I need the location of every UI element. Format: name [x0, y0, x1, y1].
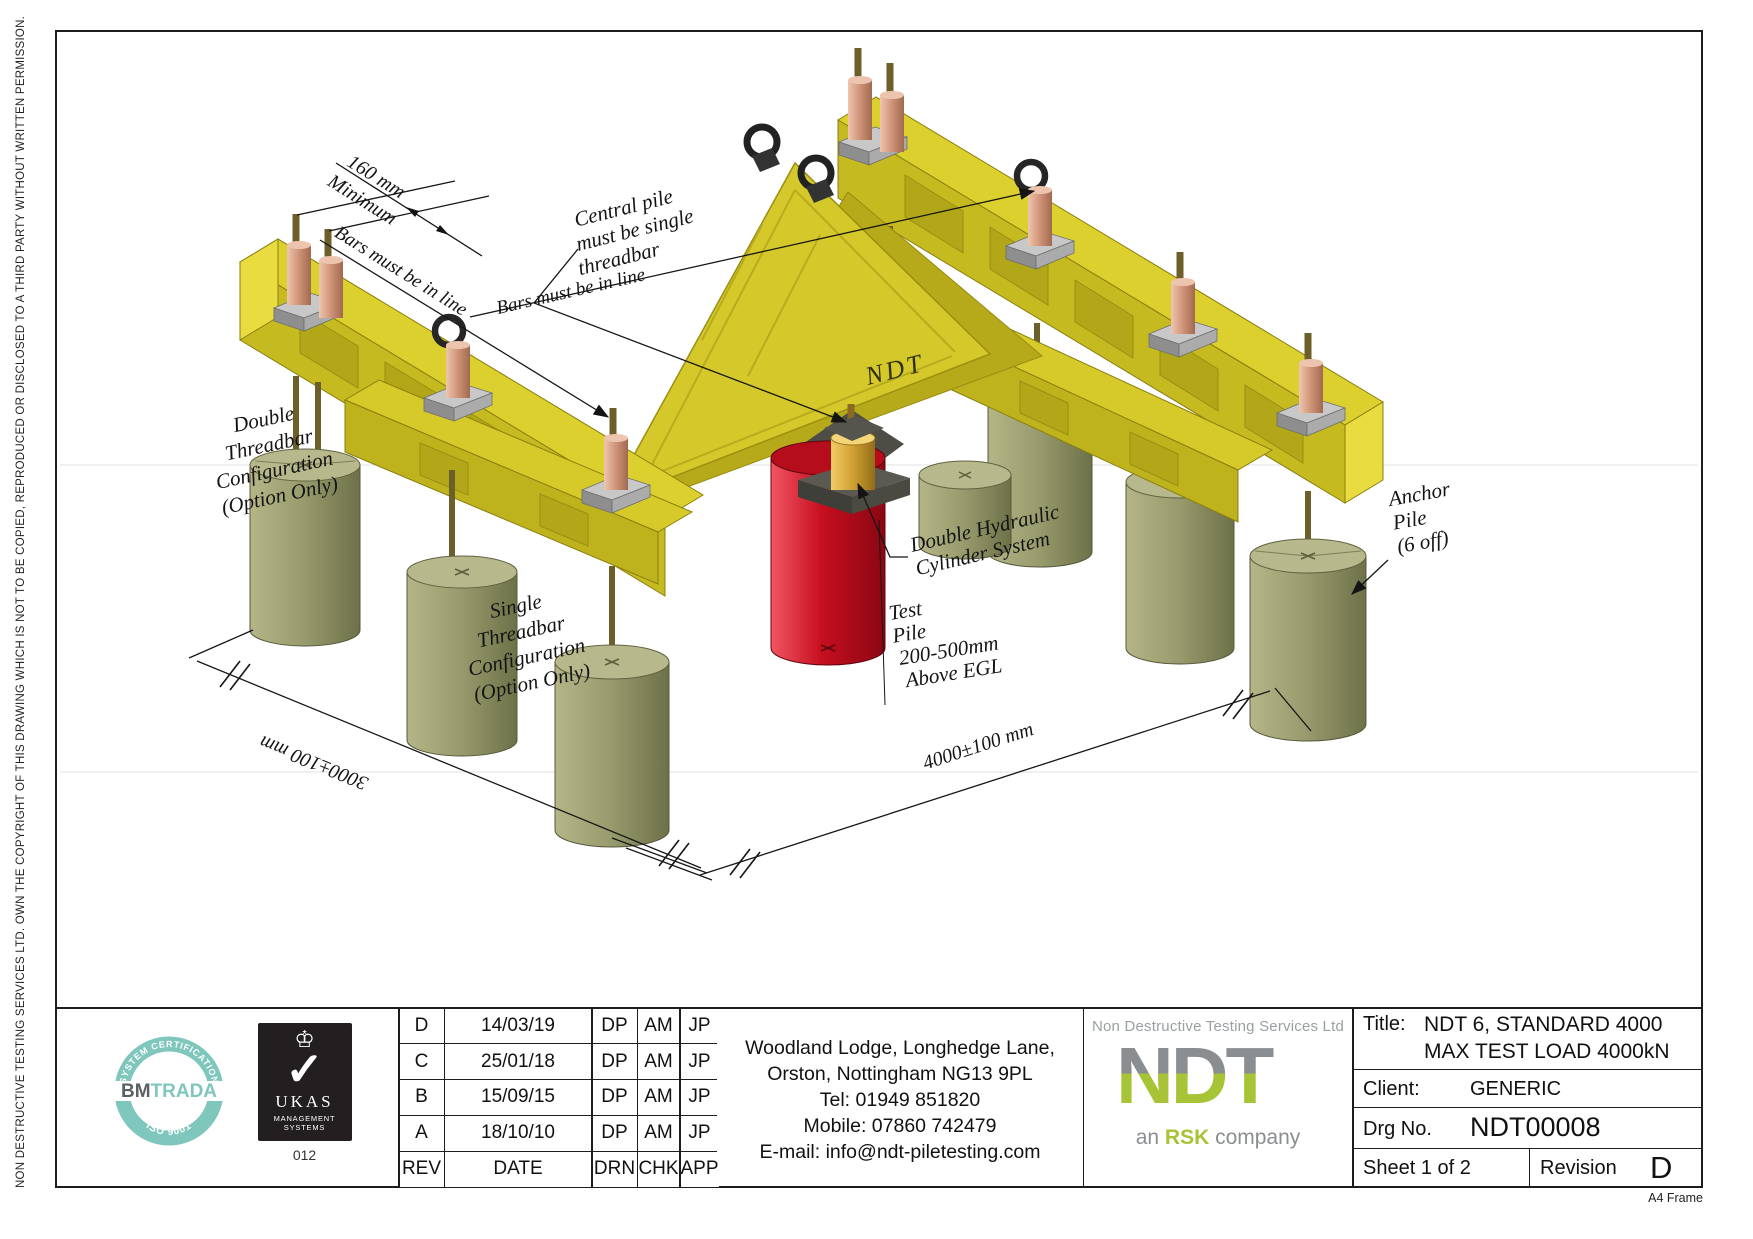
- title-band-divider: [55, 1007, 1703, 1009]
- bmtrada-name-bold: BM: [120, 1081, 150, 1102]
- address-line: Tel: 01949 851820: [819, 1089, 981, 1111]
- svg-text:ISO 9001: ISO 9001: [143, 1120, 193, 1138]
- test-pile-label: Test: [887, 596, 925, 625]
- title-label: Title:: [1363, 1013, 1406, 1035]
- eye-nut-icon: [431, 313, 467, 349]
- address-line: Orston, Nottingham NG13 9PL: [767, 1063, 1033, 1085]
- ukas-logo: ♔ ✓ UKAS MANAGEMENT SYSTEMS 012: [257, 1023, 352, 1163]
- ndt-logo-text: NDT: [1116, 1037, 1275, 1119]
- rev-cell: B: [399, 1080, 444, 1115]
- crown-icon: ♔: [294, 1026, 315, 1052]
- ukas-name: UKAS: [275, 1092, 334, 1111]
- revision-value: D: [1650, 1150, 1673, 1185]
- rev-cell: AM: [638, 1080, 679, 1115]
- title-row: Title: NDT 6, STANDARD 4000 MAX TEST LOA…: [1354, 1007, 1703, 1070]
- rev-cell: C: [399, 1044, 444, 1079]
- frame-size-label: A4 Frame: [1648, 1191, 1703, 1205]
- rev-cell: A: [399, 1116, 444, 1151]
- rev-cell: AM: [638, 1044, 679, 1079]
- bars-in-line-label-2: Bars must be in line: [494, 264, 647, 319]
- rev-cell: JP: [680, 1116, 719, 1151]
- drawing-frame: [55, 30, 1703, 1188]
- company-tagline: Non Destructive Testing Services Ltd: [1091, 1018, 1345, 1035]
- revision-label: Revision: [1540, 1157, 1617, 1179]
- address-line: E-mail: info@ndt-piletesting.com: [759, 1141, 1041, 1163]
- rev-header: DATE: [445, 1152, 591, 1187]
- rsk-brand: RSK: [1164, 1126, 1210, 1149]
- client-value: GENERIC: [1470, 1078, 1562, 1100]
- rev-cell: AM: [638, 1116, 679, 1151]
- certification-logos: SYSTEM CERTIFICATION ISO 9001 BMTRADA ♔ …: [57, 1009, 396, 1186]
- anchor-piles-left: [249, 448, 670, 848]
- hydraulic-cylinder: [798, 404, 910, 514]
- rev-cell: 18/10/10: [445, 1116, 591, 1151]
- rev-header: DRN: [592, 1152, 637, 1187]
- rev-header: CHK: [638, 1152, 679, 1187]
- company-logo-cell: Non Destructive Testing Services Ltd NDT…: [1083, 1009, 1352, 1186]
- dimension-lines: [188, 162, 1389, 881]
- ukas-subtitle-2: SYSTEMS: [283, 1123, 326, 1132]
- address-line: Mobile: 07860 742479: [803, 1115, 997, 1137]
- company-address: Woodland Lodge, Longhedge Lane, Orston, …: [718, 1009, 1082, 1186]
- ndt-logo: NDT: [1116, 1031, 1310, 1120]
- title-block: Title: NDT 6, STANDARD 4000 MAX TEST LOA…: [1352, 1007, 1703, 1188]
- rev-cell: DP: [592, 1080, 637, 1115]
- dim-3000-label: 3000±100 mm: [256, 731, 372, 795]
- rev-cell: JP: [680, 1080, 719, 1115]
- address-line: Woodland Lodge, Longhedge Lane,: [745, 1037, 1055, 1059]
- rev-cell: DP: [592, 1008, 637, 1043]
- revision-cell: Revision D: [1529, 1149, 1703, 1188]
- rev-cell: 15/09/15: [445, 1080, 591, 1115]
- svg-text:SYSTEM CERTIFICATION: SYSTEM CERTIFICATION: [117, 1039, 220, 1085]
- rev-header: APP: [680, 1152, 719, 1187]
- ukas-number: 012: [292, 1147, 317, 1163]
- client-row: Client: GENERIC: [1354, 1070, 1703, 1108]
- rev-cell: JP: [680, 1044, 719, 1079]
- anchor-pile-label: Pile: [1390, 505, 1428, 535]
- rev-cell: AM: [638, 1008, 679, 1043]
- drg-value: NDT00008: [1470, 1112, 1601, 1142]
- dim-4000-label: 4000±100 mm: [920, 718, 1036, 774]
- title-value-line: MAX TEST LOAD 4000kN: [1424, 1040, 1670, 1063]
- rev-cell: DP: [592, 1116, 637, 1151]
- sheet-number: Sheet 1 of 2: [1363, 1157, 1471, 1179]
- bmtrada-arc-bottom: ISO 9001: [143, 1120, 192, 1138]
- rev-cell: D: [399, 1008, 444, 1043]
- rev-cell: DP: [592, 1044, 637, 1079]
- bmtrada-name-light: TRADA: [150, 1081, 217, 1102]
- svg-text:BMTRADA: BMTRADA: [120, 1081, 216, 1102]
- bmtrada-arc-top: SYSTEM CERTIFICATION: [117, 1039, 219, 1085]
- rev-cell: 14/03/19: [445, 1008, 591, 1043]
- drawing-number-row: Drg No. NDT00008: [1354, 1108, 1703, 1149]
- anchor-piles-right: [918, 372, 1367, 742]
- title-value-line: NDT 6, STANDARD 4000: [1424, 1013, 1663, 1036]
- eye-nut-icon: [1013, 158, 1049, 194]
- test-pile-label: Pile: [890, 619, 928, 648]
- revision-table: D 14/03/19 DP AM JP C 25/01/18 DP AM JP …: [398, 1007, 719, 1188]
- threadbar-hardware-left: [272, 214, 652, 665]
- rev-cell: JP: [680, 1008, 719, 1043]
- ukas-subtitle-1: MANAGEMENT: [273, 1114, 336, 1123]
- checkmark-icon: ✓: [285, 1043, 324, 1095]
- bmtrada-logo: SYSTEM CERTIFICATION ISO 9001 BMTRADA: [101, 1036, 236, 1146]
- rev-cell: 25/01/18: [445, 1044, 591, 1079]
- sheet-revision-row: Sheet 1 of 2 Revision D: [1354, 1149, 1703, 1188]
- rev-header: REV: [399, 1152, 444, 1187]
- rsk-tagline: an RSK company: [1135, 1126, 1301, 1149]
- drg-label: Drg No.: [1363, 1118, 1432, 1140]
- client-label: Client:: [1363, 1078, 1420, 1100]
